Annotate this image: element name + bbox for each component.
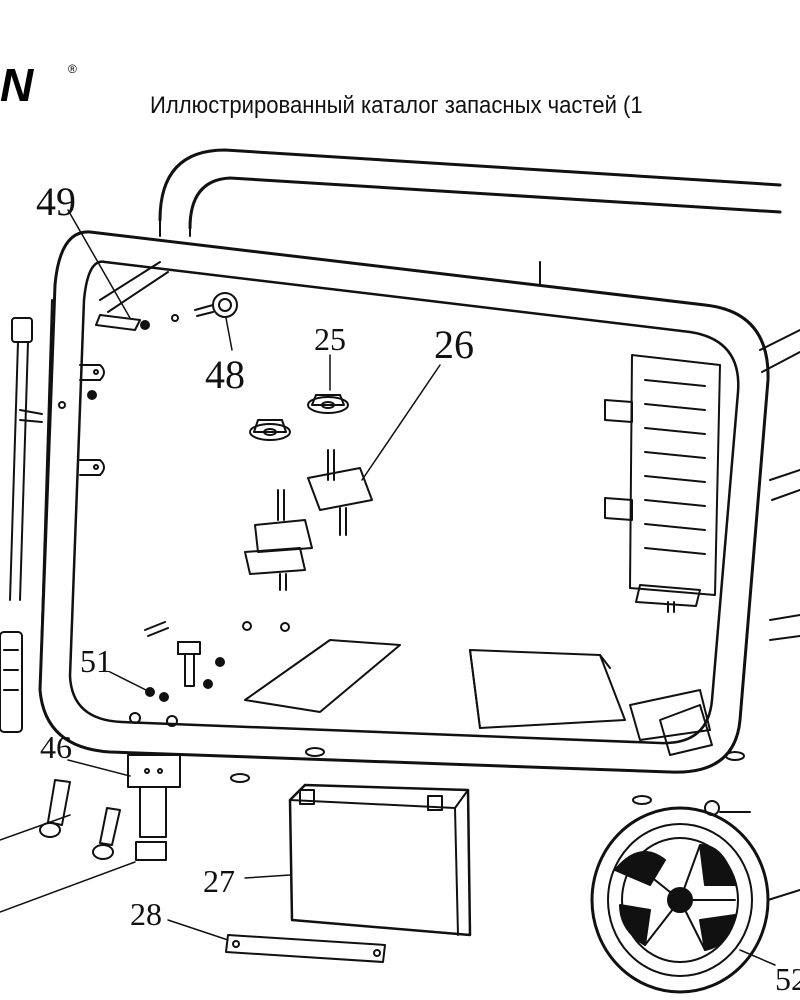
part-27-battery bbox=[288, 783, 472, 937]
main-frame bbox=[38, 230, 770, 774]
callout-48: 48 bbox=[205, 352, 245, 397]
callout-25: 25 bbox=[314, 321, 346, 357]
part-52-wheel bbox=[590, 806, 800, 994]
part-25-flange-nuts bbox=[230, 394, 745, 805]
part-51-hardware bbox=[129, 621, 290, 727]
engine-base-tray bbox=[244, 639, 711, 741]
callout-28: 28 bbox=[130, 896, 162, 932]
callout-26: 26 bbox=[434, 322, 474, 367]
callout-49: 49 bbox=[36, 179, 76, 224]
brand-logo: N bbox=[0, 59, 33, 111]
part-28-strap bbox=[225, 934, 386, 963]
callout-46: 46 bbox=[40, 729, 72, 765]
part-26-vibration-mounts bbox=[244, 449, 373, 591]
catalog-title: Иллюстрированный каталог запасных частей… bbox=[150, 92, 643, 119]
frame-back-tube bbox=[158, 148, 782, 286]
side-panel-louvered bbox=[604, 354, 721, 613]
callout-27: 27 bbox=[203, 863, 235, 899]
left-handle-rod bbox=[0, 317, 43, 733]
long-bolts bbox=[39, 779, 121, 860]
registered-mark: ® bbox=[68, 62, 77, 76]
callout-51: 51 bbox=[80, 643, 112, 679]
part-46-bracket bbox=[127, 754, 181, 861]
leader-lines bbox=[0, 209, 776, 966]
frame-tabs bbox=[58, 314, 179, 476]
part-48-bolt bbox=[194, 292, 238, 318]
callout-52: 52 bbox=[775, 961, 800, 997]
cross-brace bbox=[95, 261, 169, 331]
